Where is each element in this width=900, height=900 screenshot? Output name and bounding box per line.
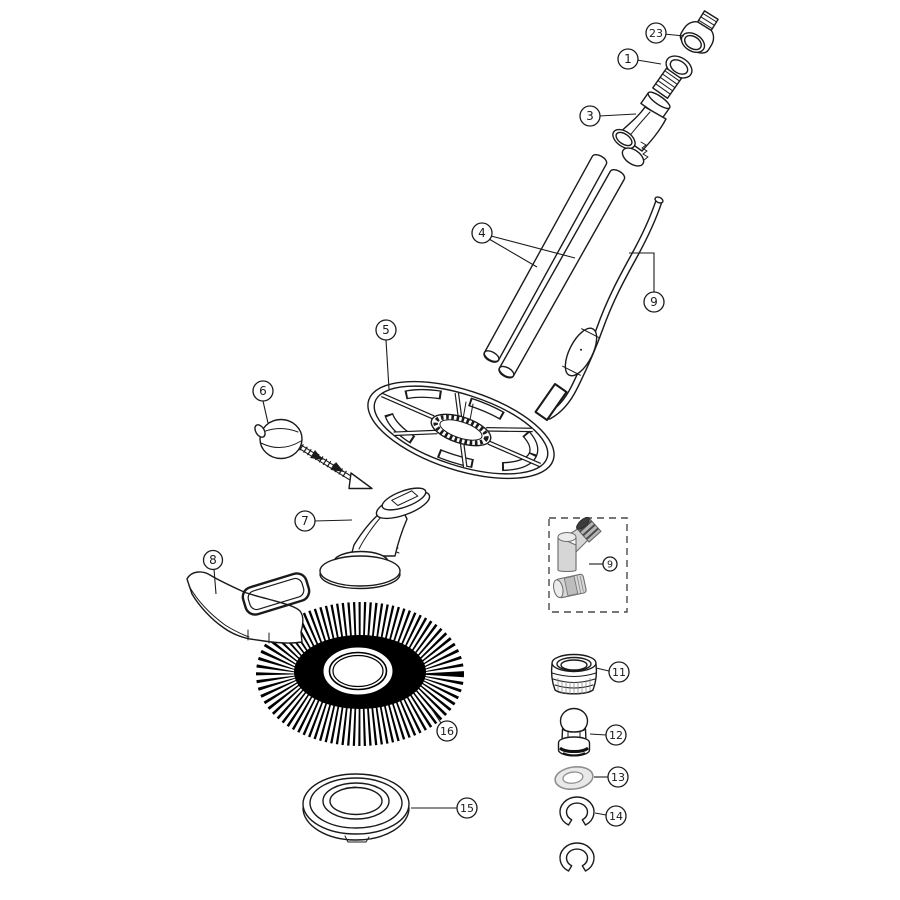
callout-8: 8 [202,549,224,571]
callout-3-label: 3 [586,109,594,123]
callout-9-label: 9 [650,295,658,309]
callout-15-label: 15 [460,802,474,815]
callout-11-label: 11 [612,666,626,679]
part-valve-plug [557,707,591,757]
part-extension-pipe [319,487,431,590]
callout-11: 11 [608,661,630,683]
inset-kit-box [548,516,628,613]
callout-9: 9 [643,291,665,313]
callout-5: 5 [375,319,397,341]
part-float-rod [254,418,373,490]
part-c-clip-second [559,842,595,872]
part-washer [554,765,594,791]
callout-4: 4 [471,222,493,244]
callout-7-label: 7 [301,514,309,528]
callout-23: 23 [645,22,667,44]
callout-6-label: 6 [259,384,267,398]
part-c-clip [559,796,595,826]
part-outer-tubes [483,154,626,379]
callout-4-label: 4 [478,226,486,240]
inset-hose-weight [553,573,587,599]
part-threaded-adapter [550,653,598,695]
callout-14-label: 14 [609,810,623,823]
part-seal-flap [186,571,311,644]
callout-12: 12 [605,724,627,746]
callout-9-inset: 9 [602,556,618,572]
part-finned-disc [256,602,464,746]
part-deflector-wheel [367,380,555,480]
callout-9-inset-label: 9 [607,560,613,571]
callout-16-label: 16 [440,725,454,738]
callout-1-label: 1 [624,52,632,66]
callout-6: 6 [252,380,274,402]
callout-13: 13 [607,766,629,788]
callout-5-label: 5 [382,323,390,337]
callout-14: 14 [605,805,627,827]
callout-8-label: 8 [209,553,217,567]
leader-lines [213,33,685,816]
inset-elbow-fitting [557,516,602,573]
part-weighted-hose [534,196,664,421]
callout-23-label: 23 [649,27,663,40]
part-foot-ring [302,773,410,843]
callout-15: 15 [456,797,478,819]
callout-7: 7 [294,510,316,532]
callout-12-label: 12 [609,729,623,742]
part-hose-connector [679,10,719,54]
callout-3: 3 [579,105,601,127]
callout-13-label: 13 [611,771,625,784]
callout-16: 16 [436,720,458,742]
part-elbow-fitting [612,67,682,167]
callout-1: 1 [617,48,639,70]
